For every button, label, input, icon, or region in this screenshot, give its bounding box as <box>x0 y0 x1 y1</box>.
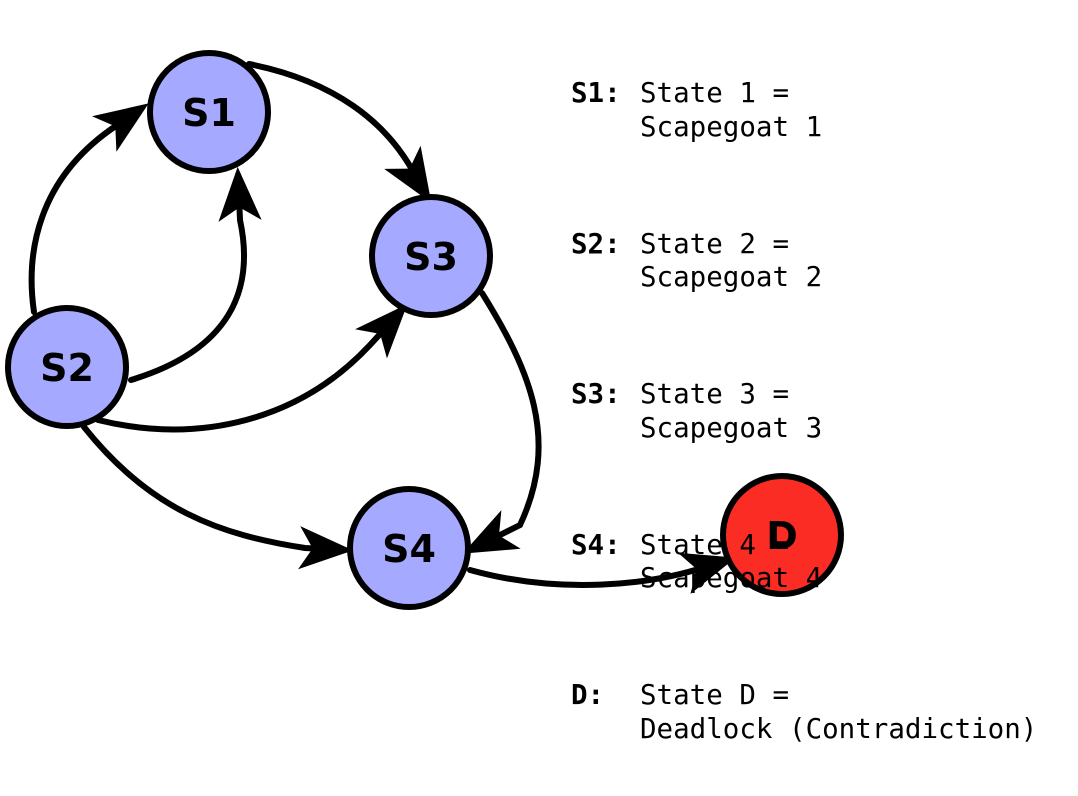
node-s1-circle <box>147 50 271 174</box>
legend-line: Scapegoat 4 <box>640 562 823 594</box>
legend-entry-s2: S2: State 2 = Scapegoat 2 <box>571 228 1037 295</box>
node-s4-circle <box>347 486 471 610</box>
node-d-label: D <box>766 514 798 558</box>
legend-entry-d: D: State D = Deadlock (Contradiction) <box>571 679 1037 746</box>
legend-line: Scapegoat 1 <box>640 110 823 143</box>
legend-line: State 2 = <box>640 227 790 260</box>
state-diagram: S1 S2 S3 S4 D <box>5 50 844 610</box>
node-s3: S3 <box>369 194 493 318</box>
edge-s2-s1-outer <box>28 103 149 315</box>
legend-key: D: <box>571 679 605 711</box>
edge-s3-s4 <box>462 290 542 554</box>
legend: S1: State 1 = Scapegoat 1 S2: State 2 = … <box>571 10 1037 796</box>
legend-line: State D = <box>640 679 790 711</box>
edge-s2-s4 <box>81 424 354 570</box>
node-s2-circle <box>5 305 129 429</box>
legend-entry-s3: S3: State 3 = Scapegoat 3 <box>571 378 1037 445</box>
legend-entry-s1: S1: State 1 = Scapegoat 1 <box>571 77 1037 144</box>
node-d: D <box>720 473 844 597</box>
node-s2: S2 <box>5 305 129 429</box>
legend-description: State D = Deadlock (Contradiction) <box>640 679 1037 746</box>
legend-description: State 4 = Scapegoat 4 <box>640 529 822 596</box>
node-s4: S4 <box>347 486 471 610</box>
legend-line: Scapegoat 2 <box>640 261 823 293</box>
node-s4-label: S4 <box>382 527 436 571</box>
edge-s2-s1-inner <box>128 166 262 383</box>
legend-key: S4: <box>571 528 621 561</box>
node-s1: S1 <box>147 50 271 174</box>
legend-line: State 3 = <box>640 378 790 410</box>
legend-description: State 2 = Scapegoat 2 <box>640 228 822 295</box>
node-s1-label: S1 <box>182 91 236 135</box>
edge-s1-s3 <box>246 61 432 203</box>
legend-description: State 1 = Scapegoat 1 <box>640 77 822 144</box>
legend-line: State 4 = <box>640 528 790 561</box>
legend-line: Deadlock (Contradiction) <box>640 712 1038 745</box>
node-d-circle <box>720 473 844 597</box>
edges <box>28 61 736 595</box>
legend-line: State 1 = <box>640 77 790 109</box>
edge-s4-d <box>467 552 736 595</box>
node-s3-circle <box>369 194 493 318</box>
legend-key: S2: <box>571 227 621 260</box>
legend-description: State 3 = Scapegoat 3 <box>640 378 822 445</box>
legend-line: Scapegoat 3 <box>640 411 823 444</box>
edge-s2-s3 <box>95 304 408 433</box>
node-s3-label: S3 <box>404 235 458 279</box>
legend-entry-s4: S4: State 4 = Scapegoat 4 <box>571 529 1037 596</box>
node-s2-label: S2 <box>40 346 94 390</box>
legend-key: S1: <box>571 77 621 109</box>
legend-key: S3: <box>571 378 621 410</box>
